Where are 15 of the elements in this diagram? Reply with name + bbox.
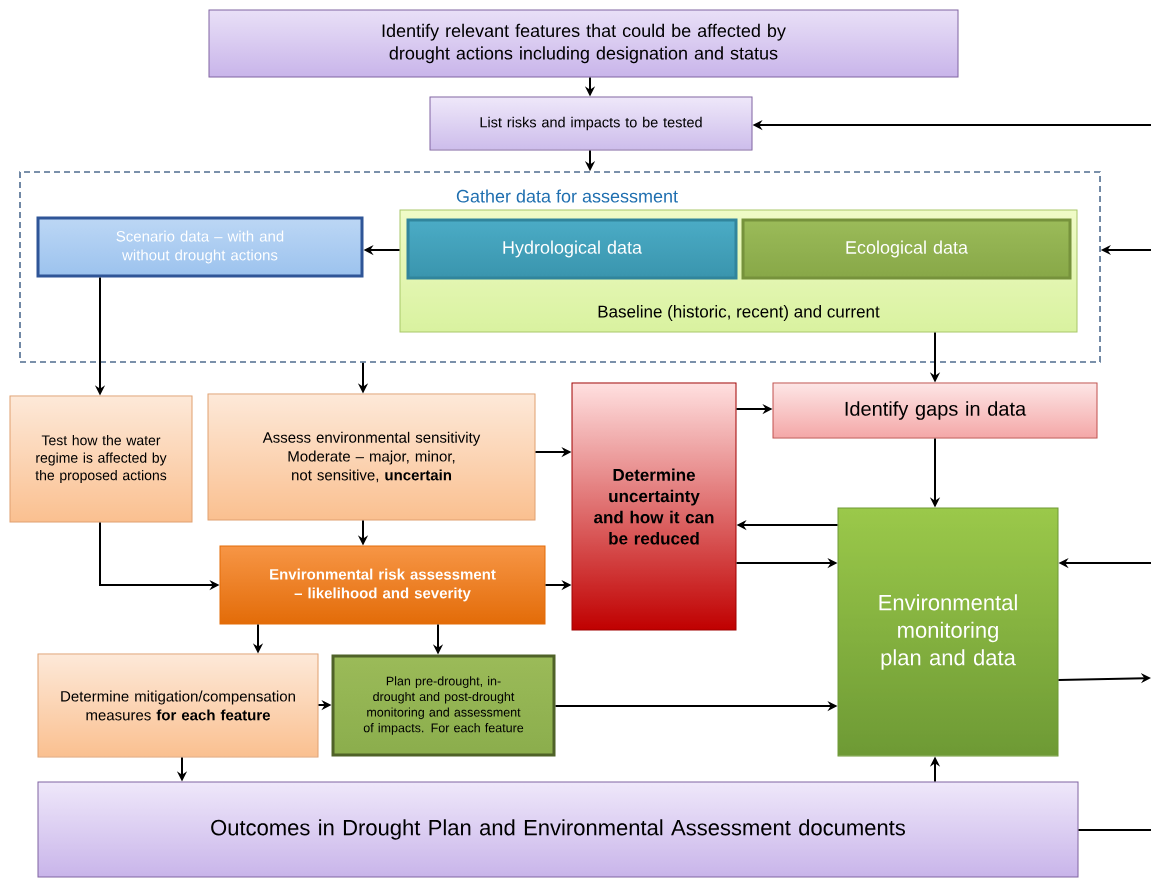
line <box>1077 829 1151 831</box>
process-box: Identify gaps in data <box>772 382 1098 439</box>
process-box: Determine uncertainty and how it can be reduced <box>571 382 737 631</box>
process-box: Scenario data – with and without drought actions <box>36 216 364 278</box>
process-box: Outcomes in Drought Plan and Environmental Assessment documents <box>37 781 1079 878</box>
process-box: Environmental risk assessment – likelihood and severity <box>219 545 546 625</box>
process-box: Identify relevant features that could be affected by drought actions including designation and status <box>208 9 959 78</box>
process-box: Assess environmental sensitivity Moderate – major, minor, not sensitive, uncertain <box>207 393 536 521</box>
process-box: List risks and impacts to be tested <box>429 96 753 151</box>
process-box: Hydrological data <box>406 218 738 280</box>
process-box: Ecological data <box>741 218 1072 280</box>
process-box: Test how the water regime is affected by the proposed actions <box>9 395 193 523</box>
process-box: Determine mitigation/compensation measures for each feature <box>37 653 319 758</box>
process-box: Environmental monitoring plan and data <box>837 507 1059 757</box>
process-box: Plan pre-drought, in-drought and post-drought monitoring and assessment of impacts. For each feature <box>331 654 556 757</box>
